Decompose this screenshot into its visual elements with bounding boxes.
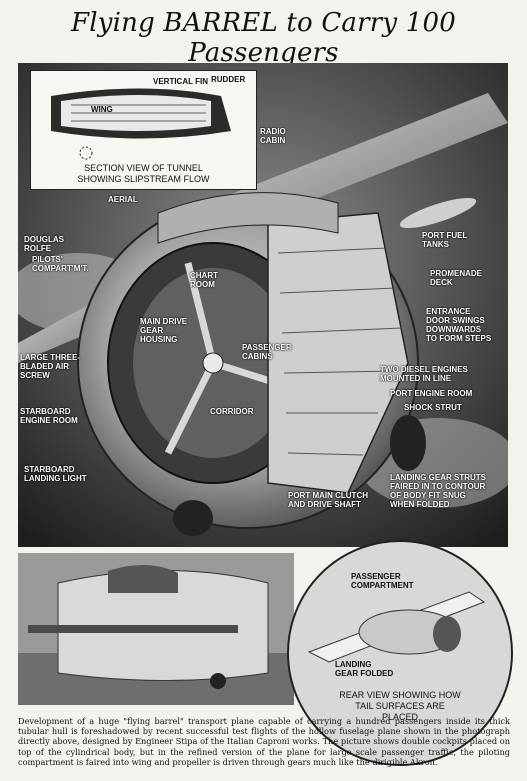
promenade-deck-label: PROMENADE DECK	[430, 269, 483, 287]
port-fuel-tanks-label: PORT FUEL TANKS	[422, 231, 468, 249]
artist-signature: DOUGLAS ROLFE	[24, 235, 64, 253]
fuel-tank	[399, 197, 477, 229]
vertical-fin-label: VERTICAL FIN	[153, 77, 208, 86]
diesel-engines-label: TWO DIESEL ENGINES MOUNTED IN LINE	[380, 365, 468, 383]
article-body: Development of a huge "flying barrel" tr…	[18, 716, 510, 767]
section-view-drawing	[51, 88, 231, 160]
propeller-blade	[184, 262, 217, 364]
entrance-door-label: ENTRANCE DOOR SWINGS DOWNWARDS TO FORM S…	[426, 307, 492, 343]
cutaway-interior	[267, 212, 409, 494]
aerial-label: AERIAL	[108, 195, 138, 204]
corridor-label: CORRIDOR	[210, 407, 254, 416]
radio-cabin-label: RADIO CABIN	[260, 127, 286, 145]
propeller-blade	[164, 361, 217, 455]
main-drive-gear-label: MAIN DRIVE GEAR HOUSING	[140, 317, 188, 344]
wing-label: WING	[91, 105, 113, 114]
port-engine-room-label: PORT ENGINE ROOM	[390, 389, 473, 398]
rear-view-drawing	[307, 591, 486, 663]
pilots-compartment-label: PILOTS' COMPART'M'T.	[32, 255, 89, 273]
propeller-hub	[202, 352, 224, 374]
landing-gear-struts-label: LANDING GEAR STRUTS FAIRED IN TO CONTOUR…	[390, 473, 486, 509]
headline: Flying BARREL to Carry 100 Passengers	[71, 8, 456, 68]
cutaway-drawing	[18, 63, 508, 547]
photo-cockpit	[108, 564, 178, 593]
chart-room-label: CHART ROOM	[190, 271, 218, 289]
front-wheel	[173, 500, 213, 536]
section-view-inset: WING VERTICAL FIN RUDDER SECTION VIEW OF…	[30, 70, 257, 190]
photo-wing	[28, 625, 238, 633]
starboard-landing-light-label: STARBOARD LANDING LIGHT	[24, 465, 87, 483]
starboard-engine-room-label: STARBOARD ENGINE ROOM	[20, 407, 78, 425]
rear-view-circle: PASSENGER COMPARTMENT LANDING GEAR FOLDE…	[287, 540, 513, 766]
rear-tunnel	[433, 616, 461, 652]
slipstream-circle	[79, 146, 93, 160]
passenger-cabins-label: PASSENGER CABINS	[242, 343, 292, 361]
photo-drawing	[18, 553, 294, 705]
main-cutaway-illustration: WING VERTICAL FIN RUDDER SECTION VIEW OF…	[18, 63, 508, 547]
pilots-compartment	[157, 192, 339, 244]
photo-wheel	[210, 673, 226, 689]
prototype-photograph	[18, 553, 294, 705]
air-screw-label: LARGE THREE- BLADED AIR SCREW	[20, 353, 80, 380]
passenger-compartment-label: PASSENGER COMPARTMENT	[351, 572, 414, 590]
landing-gear-folded-label: LANDING GEAR FOLDED	[335, 660, 394, 678]
rear-view-caption: REAR VIEW SHOWING HOW TAIL SURFACES ARE …	[339, 690, 461, 722]
shock-strut-label: SHOCK STRUT	[404, 403, 462, 412]
section-view-caption: SECTION VIEW OF TUNNEL SHOWING SLIPSTREA…	[77, 163, 210, 184]
right-wheel	[390, 415, 426, 471]
rudder-label: RUDDER	[211, 75, 246, 84]
clutch-drive-shaft-label: PORT MAIN CLUTCH AND DRIVE SHAFT	[288, 491, 368, 509]
